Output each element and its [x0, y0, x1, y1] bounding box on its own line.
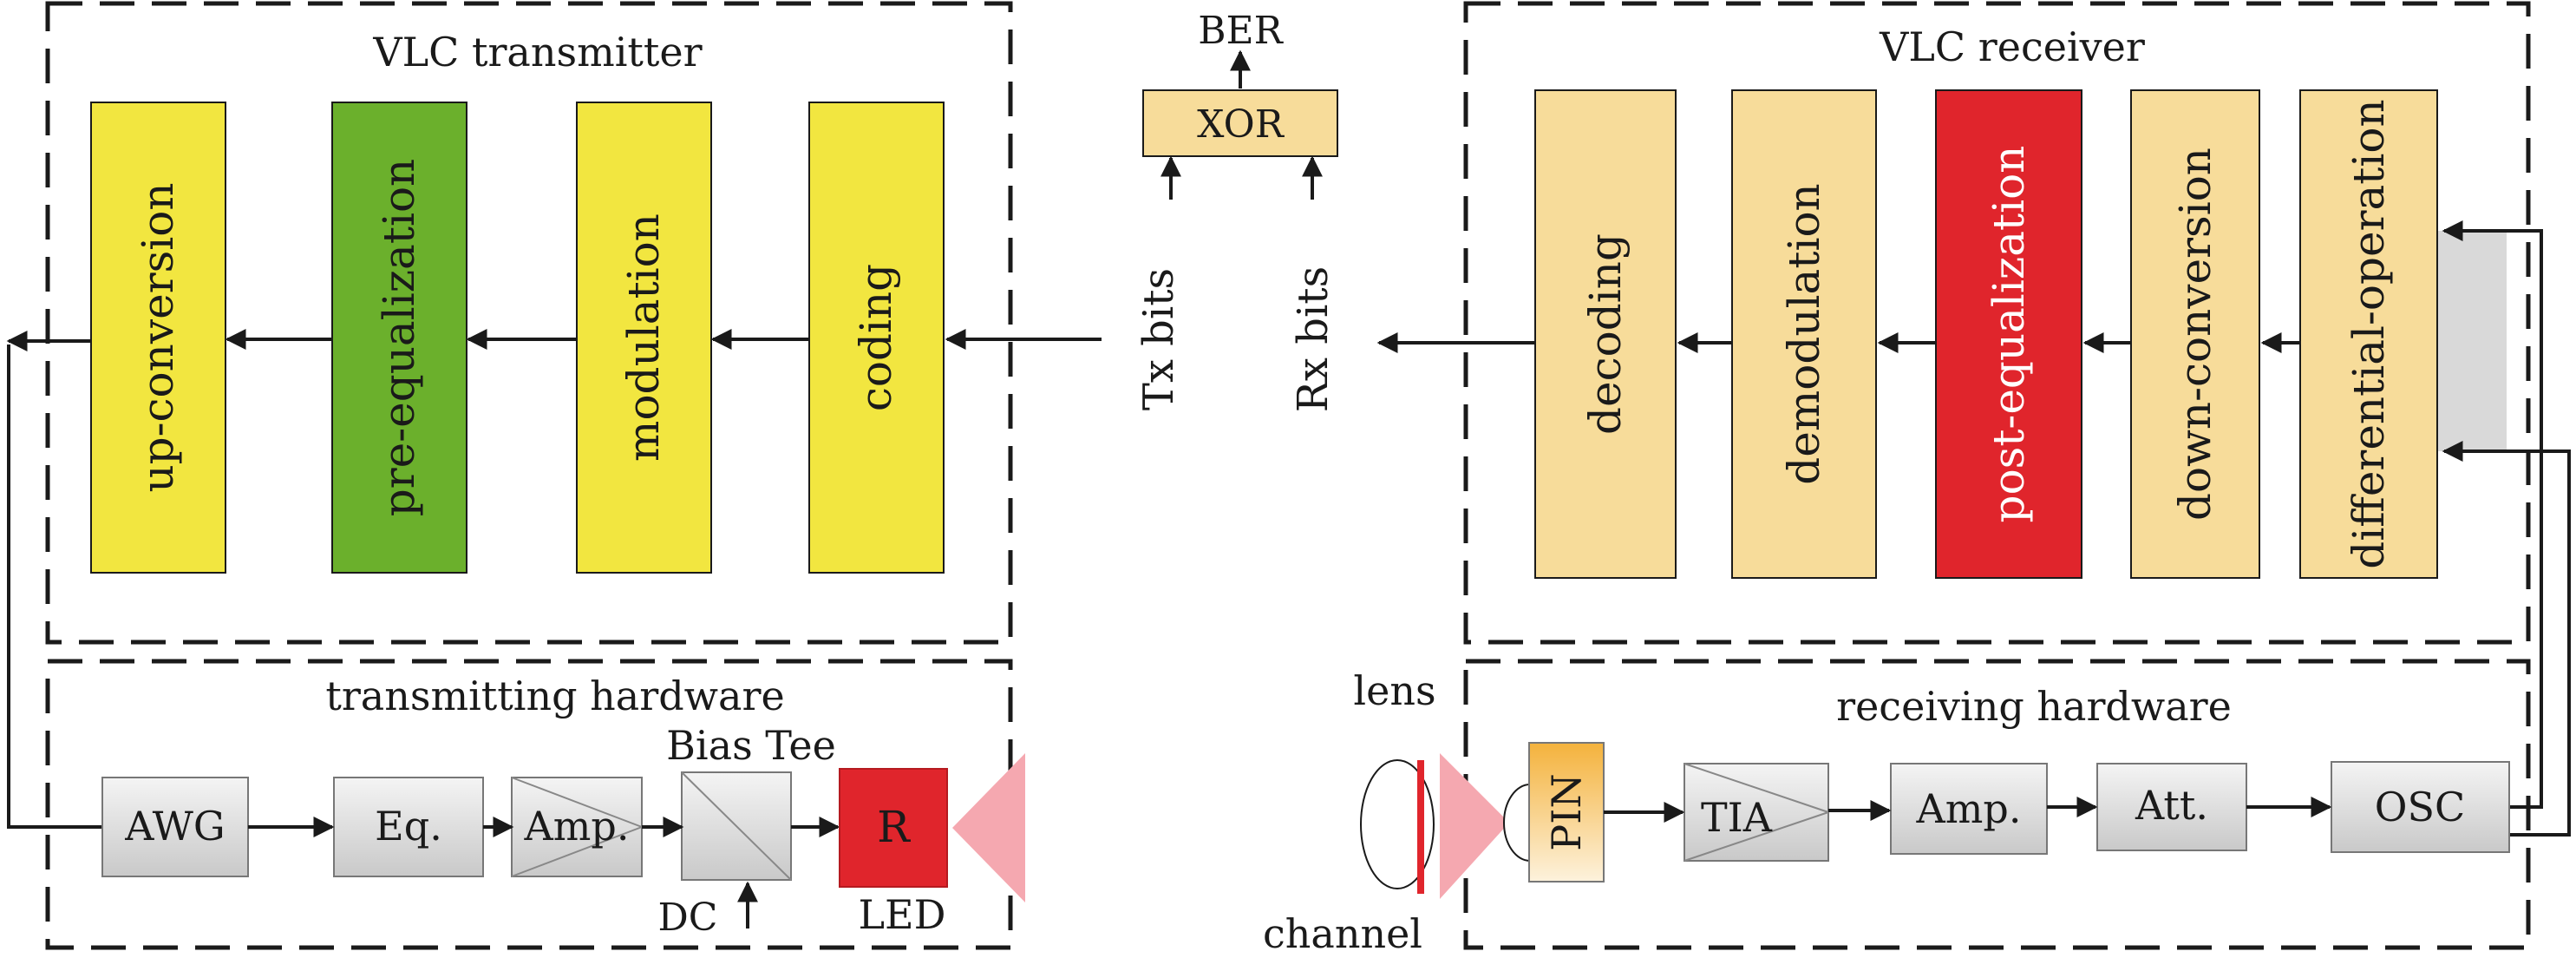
receiver-arrows	[1376, 220, 2571, 837]
awg-label: AWG	[124, 803, 225, 850]
tx-hardware-boxes	[101, 771, 792, 881]
post-equalization-label: post-equalization	[1984, 146, 2034, 523]
ber-label: BER	[1198, 9, 1284, 53]
receiving-hardware-title: receiving hardware	[1836, 683, 2232, 730]
receiver-block-labels: decoding demodulation post-equalization …	[1580, 99, 2394, 568]
transmitter-arrows	[6, 329, 1102, 829]
vlc-receiver-frame	[1463, 1, 2531, 645]
demodulation-label: demodulation	[1779, 183, 1829, 485]
rx-hardware-boxes	[1684, 761, 2510, 862]
lens-shape	[1360, 759, 1435, 889]
tia-triangle-top	[1684, 763, 1829, 813]
down-conversion-block	[2130, 89, 2260, 579]
lens-label: lens	[1353, 667, 1435, 714]
receiver-blocks	[1534, 89, 2507, 579]
vlc-transmitter-title: VLC transmitter	[372, 29, 702, 75]
differential-operation-label: differential-operation	[2344, 99, 2394, 568]
tx-amp-label: Amp.	[524, 803, 630, 850]
ber-section: BER XOR Tx bits Rx bits	[1134, 9, 1338, 412]
tx-bits-label: Tx bits	[1134, 268, 1183, 410]
differential-operation-shadow	[2437, 231, 2507, 451]
led-box	[839, 768, 948, 888]
bias-tee-label: Bias Tee	[666, 722, 836, 769]
demodulation-block	[1731, 89, 1877, 579]
led-letter: R	[877, 802, 911, 852]
xor-label: XOR	[1197, 102, 1285, 147]
vlc-transmitter-frame	[45, 1, 1013, 645]
tx-amp-triangle-top	[511, 777, 643, 828]
up-conversion-label: up-conversion	[133, 182, 183, 492]
bias-tee-diagonal	[681, 771, 792, 881]
channel-label: channel	[1263, 910, 1422, 957]
rx-bits-label: Rx bits	[1289, 266, 1337, 412]
led-light-cone	[952, 753, 1025, 902]
vlc-receiver-title: VLC receiver	[1879, 23, 2145, 70]
transmitter-block-labels: up-conversion pre-equalization modulatio…	[133, 159, 901, 517]
osc-label: OSC	[2375, 784, 2465, 830]
modulation-block	[576, 102, 712, 574]
section-frames	[45, 1, 2531, 950]
awg-box	[101, 777, 249, 877]
tia-triangle-bottom	[1684, 811, 1829, 862]
tx-amp-box	[511, 777, 643, 877]
decoding-block	[1534, 89, 1677, 579]
pin-label: PIN	[1543, 773, 1590, 850]
rx-hardware-arrows	[1604, 797, 2332, 823]
down-conversion-label: down-conversion	[2170, 148, 2220, 521]
decoding-label: decoding	[1580, 233, 1631, 435]
eq-box	[333, 777, 484, 877]
wire-upconv-to-awg	[7, 344, 102, 829]
wire-osc-lower-to-diffop	[2442, 441, 2571, 837]
led-label: LED	[858, 891, 945, 938]
up-conversion-block	[90, 102, 226, 574]
transmitting-hardware-title: transmitting hardware	[325, 673, 784, 719]
att-label: Att.	[2135, 782, 2208, 829]
wire-osc-upper-to-diffop	[2442, 220, 2543, 809]
differential-operation-block	[2299, 89, 2438, 579]
osc-box	[2331, 761, 2510, 853]
coding-block	[808, 102, 945, 574]
rx-amp-label: Amp.	[1916, 785, 2022, 832]
xor-block	[1142, 89, 1338, 157]
received-light-cone	[1440, 753, 1509, 899]
tia-label: TIA	[1701, 794, 1773, 841]
tx-amp-triangle-bottom	[511, 826, 643, 877]
coding-label: coding	[851, 264, 901, 411]
dc-label: DC	[658, 896, 718, 940]
eq-label: Eq.	[375, 803, 442, 850]
modulation-label: modulation	[618, 213, 669, 462]
post-equalization-block	[1935, 89, 2082, 579]
rx-amp-box	[1890, 763, 2048, 855]
pre-equalization-label: pre-equalization	[374, 159, 424, 517]
